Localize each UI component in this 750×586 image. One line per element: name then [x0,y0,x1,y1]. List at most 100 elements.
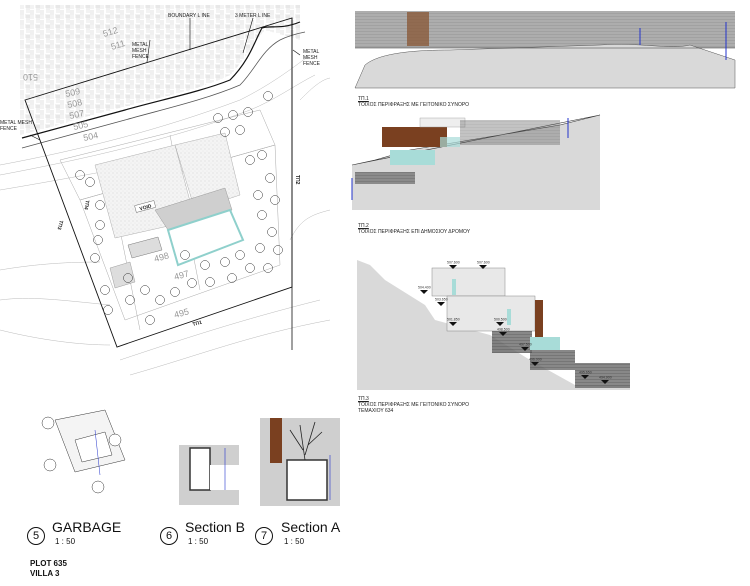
tree-icon [245,155,255,165]
elevation-label: 501.850 [447,318,460,322]
section-subtitle: ΤΕΜΑΧΙΟΥ 634 [358,408,394,414]
tree-icon [253,190,263,200]
three-meter-line-label: 3 METER L INE [235,13,271,19]
tree-icon [180,250,190,260]
detail-title: Section A [281,519,341,535]
elevation-label: 507.600 [477,261,490,265]
tree-icon [123,273,133,283]
elevation-marker-icon [521,347,529,351]
tree-icon [187,278,197,288]
detail-scale: 1 : 50 [284,537,305,546]
tt3-label: ΤΠ3 [56,219,64,230]
fence-label-right: METAL MESH FENCE [303,49,320,67]
tree-icon [125,295,135,305]
elevation-marker-icon [449,322,457,326]
elevation-label: 495.650 [579,371,592,375]
void-label: VOID [139,203,153,212]
tree-icon [200,260,210,270]
section-tp3 [357,260,630,390]
detail-title: Section B [185,519,245,535]
tree-icon [220,127,230,137]
tree-icon [170,287,180,297]
elevation-label: 507.600 [447,261,460,265]
contour-label: 495 [173,306,190,320]
tree-icon [75,170,85,180]
elevation-marker-icon [531,362,539,366]
section-title: ΤΟΙΧΟΣ ΠΕΡΙΦΡΑΞΗΣ ΜΕ ΓΕΙΤΟΝΙΚΟ ΣΥΝΟΡΟ [358,102,470,108]
elevation-marker-icon [496,322,504,326]
contour-label: 509 [64,86,81,99]
elevation-label: 498.500 [497,328,510,332]
boundary-line-label: BOUNDARY L INE [168,13,210,19]
section-tp2 [351,114,601,210]
section-title: ΤΟΙΧΟΣ ΠΕΡΙΦΡΑΞΗΣ ΜΕ ΓΕΙΤΟΝΙΚΟ ΣΥΝΟΡΟ [358,402,470,408]
elevation-label: 500.500 [494,318,507,322]
contour-label: 508 [66,97,83,110]
elevation-label: 494.900 [599,376,612,380]
tree-icon [95,220,105,230]
tt1-label: ΤΠ1 [192,320,203,328]
tree-icon [270,195,280,205]
three-meter-line [21,21,301,139]
tree-icon [267,227,277,237]
elevation-marker-icon [449,265,457,269]
contour-lines [0,54,331,376]
section-b-detail [179,445,239,505]
tree-icon [220,257,230,267]
tree-icon [90,253,100,263]
section-a-detail [260,418,340,506]
contour-label: 511 [110,38,127,52]
contour-label: 512 [102,25,119,39]
detail-scale: 1 : 50 [188,537,209,546]
tree-icon [85,177,95,187]
plot-number: PLOT 635 [30,559,67,568]
contour-label: 505 [72,119,89,132]
elevation-label: 503.650 [435,298,448,302]
tree-icon [145,315,155,325]
detail-number: 5 [27,527,45,545]
tree-icon [245,263,255,273]
tree-icon [95,200,105,210]
tree-icon [257,150,267,160]
tree-icon [100,285,110,295]
tt4-label: ΤΠ4 [82,200,90,211]
neighbor-plot-hatch [20,5,300,135]
elevation-label: 497.500 [519,343,532,347]
section-title: ΤΟΙΧΟΣ ΠΕΡΙΦΡΑΞΗΣ ΕΠΙ ΔΗΜΟΣΙΟΥ ΔΡΟΜΟΥ [358,229,471,235]
elevation-marker-icon [581,375,589,379]
tree-icon [93,235,103,245]
fence-label-left: METAL MESH FENCE [0,120,32,132]
site-plan: VOID 512 511 510 509 508 507 505 504 498… [0,5,331,376]
contour-label: 504 [82,130,99,143]
elevation-marker-icon [479,265,487,269]
trees [75,91,283,325]
house-roof [154,187,233,231]
section-code: ΤΠ.1 [358,96,369,102]
tree-icon [140,285,150,295]
contour-label: 507 [68,108,85,121]
tree-icon [257,210,267,220]
section-tp1 [354,11,736,89]
elevation-marker-icon [420,290,428,294]
section-code: ΤΠ.3 [358,396,369,402]
contour-label: 510 [23,72,38,82]
elevation-label: 496.000 [529,358,542,362]
tree-icon [273,245,283,255]
tree-icon [263,263,273,273]
pool [166,208,245,267]
elevation-marker-icon [499,332,507,336]
villa-name: VILLA 3 [30,569,60,578]
detail-title: GARBAGE [52,519,122,535]
tree-icon [263,91,273,101]
detail-number: 7 [255,527,273,545]
tree-icon [227,273,237,283]
garbage-detail [41,409,126,494]
tree-icon [228,110,238,120]
tree-icon [235,125,245,135]
